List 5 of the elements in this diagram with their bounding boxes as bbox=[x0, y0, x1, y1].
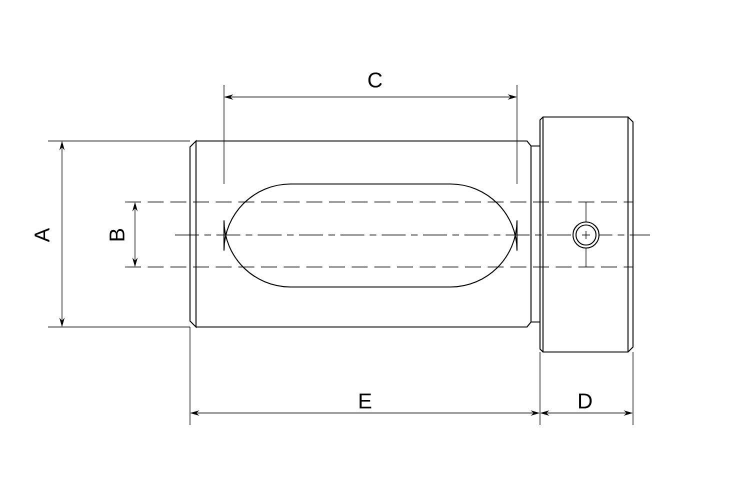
dimension-label: C bbox=[368, 72, 382, 88]
dimension-label: A bbox=[34, 228, 50, 242]
dimension-label: D bbox=[579, 394, 592, 408]
dimension-label: B bbox=[110, 229, 124, 240]
dimension-label: E bbox=[360, 394, 372, 408]
